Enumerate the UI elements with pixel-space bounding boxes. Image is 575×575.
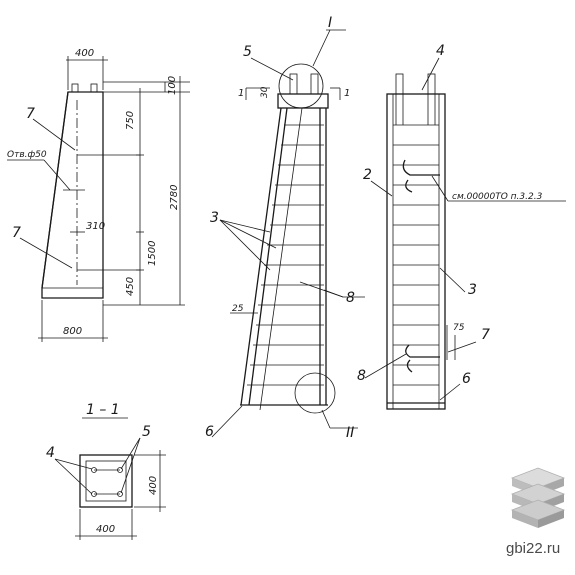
- label-3-middle: 3: [210, 210, 219, 226]
- right-view: 4 2 см.00000ТО п.3.2.3 3 75 7 8 6: [357, 43, 566, 410]
- label-5-section: 5: [142, 424, 151, 440]
- dim-section-side: 400: [148, 476, 159, 495]
- label-hole: Отв.ф50: [7, 150, 47, 160]
- cut-mark-right: 1: [344, 88, 350, 99]
- dim-30: 30: [260, 86, 270, 98]
- left-view: 400 100 750 1500 450 2780 310 800 7 Отв.…: [7, 48, 190, 342]
- label-7-right: 7: [481, 327, 490, 343]
- label-4-section: 4: [46, 445, 55, 461]
- middle-view: 5 I 1 1 30 3 8 25 6 II: [205, 15, 365, 441]
- watermark-text: gbi22.ru: [506, 540, 560, 557]
- detail-circle-II: [294, 372, 336, 414]
- watermark-logo: [510, 467, 566, 528]
- label-8-right: 8: [357, 368, 366, 384]
- dim-2780: 2780: [169, 185, 180, 210]
- label-II: II: [346, 425, 354, 441]
- dim-100: 100: [167, 76, 178, 95]
- dim-750: 750: [125, 111, 136, 130]
- label-8-middle: 8: [346, 290, 355, 306]
- label-4-right: 4: [436, 43, 445, 59]
- dim-1500: 1500: [147, 241, 158, 266]
- detail-circle-I: [278, 63, 324, 109]
- dim-25: 25: [232, 304, 244, 314]
- section-1-1: 1 – 1 4 5 400 400: [46, 402, 166, 540]
- label-2-right: 2: [363, 167, 372, 183]
- dim-section-bottom: 400: [96, 524, 115, 535]
- label-6-middle: 6: [205, 424, 214, 440]
- label-6-right: 6: [462, 371, 471, 387]
- dim-800: 800: [63, 326, 82, 337]
- dim-450: 450: [125, 277, 136, 296]
- cut-mark-left: 1: [238, 88, 244, 99]
- label-7-bottom: 7: [12, 225, 21, 241]
- label-3-right: 3: [468, 282, 477, 298]
- dim-75: 75: [453, 323, 465, 333]
- label-I: I: [328, 15, 332, 31]
- label-5-middle: 5: [243, 44, 252, 60]
- label-7-top: 7: [26, 106, 35, 122]
- dim-310: 310: [86, 221, 105, 232]
- left-view-outline: [41, 91, 104, 299]
- note-reference: см.00000ТО п.3.2.3: [452, 192, 543, 202]
- section-title: 1 – 1: [86, 402, 120, 418]
- dim-400-top: 400: [75, 48, 94, 59]
